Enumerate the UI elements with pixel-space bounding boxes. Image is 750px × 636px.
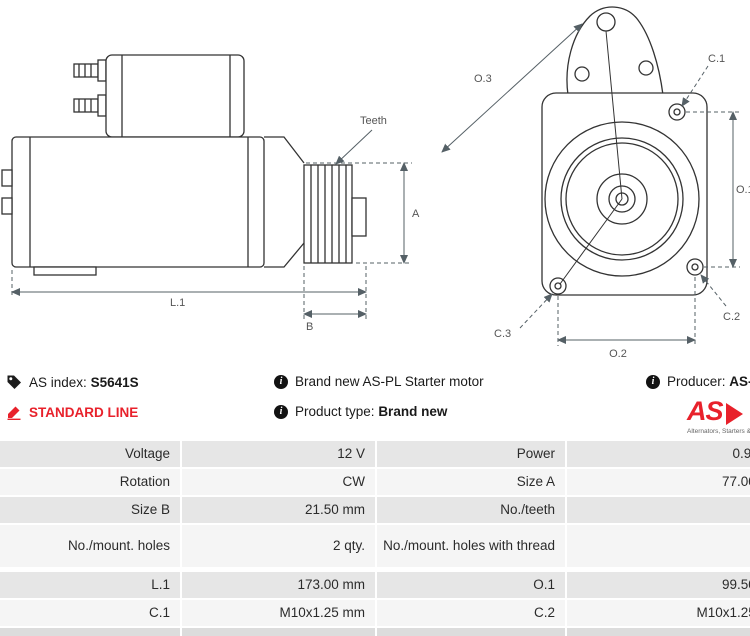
teeth-leader-line: [335, 129, 373, 165]
product-type-group: i Product type: Brand new: [274, 404, 447, 419]
spec-label: L.1: [0, 572, 180, 598]
dimension-b-label: B: [306, 321, 313, 333]
dimension-c3-lines: [519, 293, 553, 329]
as-pl-logo-arrow-icon: [725, 402, 743, 425]
spec-value: [567, 525, 750, 567]
dimension-b-lines: [303, 266, 367, 320]
spec-value: 12 V: [182, 441, 375, 467]
spec-label: O.1: [377, 572, 565, 598]
spec-label: No./teeth: [377, 497, 565, 523]
table-row-partial: [0, 628, 750, 636]
producer-group: i Producer: AS-PL: [646, 374, 750, 389]
dimension-l1-label: L.1: [170, 297, 185, 309]
spec-label: C.1: [0, 600, 180, 626]
spec-label: Rotation: [0, 469, 180, 495]
producer-label: Producer:: [667, 374, 726, 389]
spec-value: 0.90 kW: [567, 441, 750, 467]
tag-icon: [7, 375, 21, 389]
as-index-group: AS index: S5641S: [6, 374, 139, 390]
as-index-label: AS index:: [29, 374, 87, 390]
dimension-o2-label: O.2: [609, 348, 627, 360]
table-row: No./mount. holes 2 qty. No./mount. holes…: [0, 525, 750, 567]
starter-side-view-drawing: Teeth A L.1 B: [1, 54, 420, 333]
standard-line-pencil-icon: [7, 406, 21, 420]
table-row: C.1 M10x1.25 mm C.2 M10x1.25 mm: [0, 600, 750, 626]
standard-line-badge: STANDARD LINE: [29, 404, 139, 420]
producer-value: AS-PL: [729, 374, 750, 389]
side-view-motor-outline: [1, 54, 367, 276]
spec-label: C.2: [377, 600, 565, 626]
table-row: Voltage 12 V Power 0.90 kW: [0, 441, 750, 467]
dimension-c2-label: C.2: [723, 311, 740, 323]
spec-label: Power: [377, 441, 565, 467]
spec-label: No./mount. holes with thread: [377, 525, 565, 567]
spec-label: No./mount. holes: [0, 525, 180, 567]
spec-value: 77.00 mm: [567, 469, 750, 495]
dimension-o2-lines: [557, 277, 696, 346]
dimension-c1-label: C.1: [708, 53, 725, 65]
spec-label: Size A: [377, 469, 565, 495]
dimension-o3-label: O.3: [474, 73, 492, 85]
teeth-label: Teeth: [360, 115, 387, 127]
info-icon: i: [646, 374, 660, 389]
dimension-o3-lines: [441, 23, 583, 153]
starter-front-view-drawing: O.3 C.1 O.1 C.3 C.2 O.2: [441, 6, 750, 360]
spec-label: Size B: [0, 497, 180, 523]
front-view-flange-outline: [541, 6, 708, 296]
dimension-a-lines: [306, 162, 412, 264]
table-row: Rotation CW Size A 77.00 mm: [0, 469, 750, 495]
spec-value: M10x1.25 mm: [567, 600, 750, 626]
as-pl-logo-tagline: Alternators, Starters &: [687, 428, 750, 435]
dimension-a-label: A: [412, 208, 420, 220]
product-type-value: Brand new: [378, 404, 448, 419]
spec-value: 21.50 mm: [182, 497, 375, 523]
dimension-c1-lines: [681, 65, 709, 107]
brand-new-text: Brand new AS-PL Starter motor: [295, 374, 484, 389]
spec-value: 2 qty.: [182, 525, 375, 567]
as-pl-logo: AS Alternators, Starters &: [687, 396, 750, 435]
dimension-c3-label: C.3: [494, 328, 511, 340]
table-row: L.1 173.00 mm O.1 99.50 mm: [0, 572, 750, 598]
spec-value: 8 qty.: [567, 497, 750, 523]
info-icon: i: [274, 404, 288, 419]
brand-new-group: i Brand new AS-PL Starter motor: [274, 374, 484, 389]
info-icon: i: [274, 374, 288, 389]
spec-value: 173.00 mm: [182, 572, 375, 598]
table-row: Size B 21.50 mm No./teeth 8 qty.: [0, 497, 750, 523]
dimension-o1-label: O.1: [736, 184, 750, 196]
as-pl-logo-text: AS: [687, 396, 724, 426]
product-type-label: Product type:: [295, 404, 375, 419]
spec-value: M10x1.25 mm: [182, 600, 375, 626]
as-index-value: S5641S: [90, 374, 139, 390]
spec-value: CW: [182, 469, 375, 495]
spec-value: 99.50 mm: [567, 572, 750, 598]
spec-label: Voltage: [0, 441, 180, 467]
spec-table: Voltage 12 V Power 0.90 kW Rotation CW S…: [0, 441, 750, 636]
dimension-o1-lines: [686, 111, 740, 268]
standard-line-group: STANDARD LINE: [6, 404, 138, 420]
